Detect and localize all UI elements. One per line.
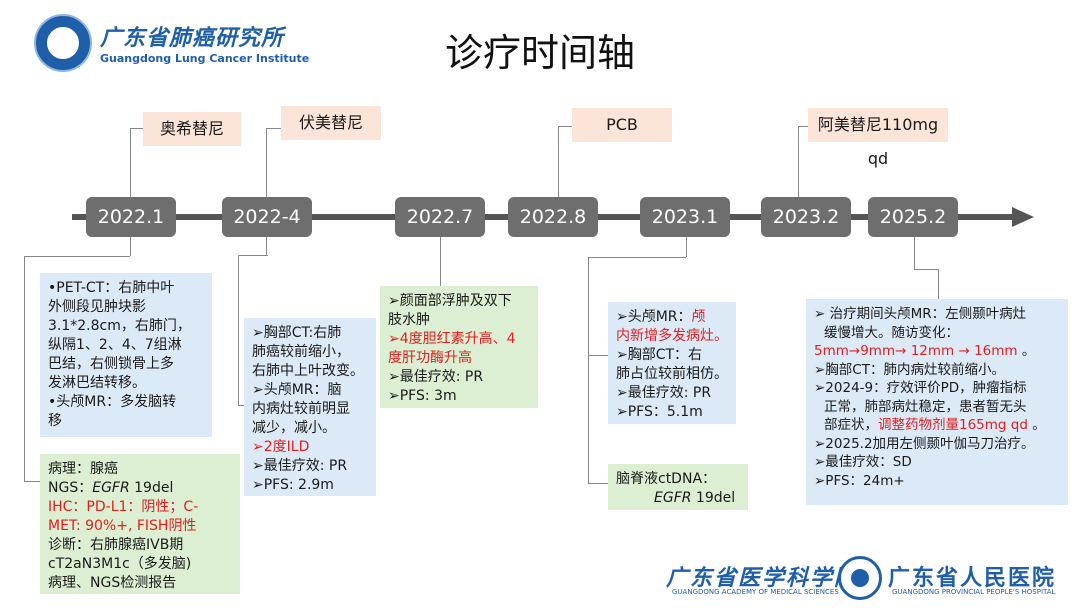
timeline-arrow-icon: [1012, 207, 1034, 227]
info-box-2025-2-followup: ➢ 治疗期间头颅MR：左侧颞叶病灶 缓慢增大。随访变化： 5mm→9mm→ 12…: [806, 299, 1068, 505]
drug-furmonertinib: 伏美替尼: [281, 106, 381, 140]
lung-logo-icon: [34, 14, 92, 72]
date-2022-8: 2022.8: [508, 197, 598, 237]
date-2022-7: 2022.7: [395, 197, 485, 237]
info-box-initial-imaging: •PET-CT：右肺中叶 外侧段见肿块影 3.1*2.8cm，右肺门， 纵隔1、…: [40, 273, 212, 437]
page-title: 诊疗时间轴: [444, 31, 635, 75]
date-2023-1: 2023.1: [640, 197, 730, 237]
info-box-csf-ctdna: 脑脊液ctDNA： EGFR 19del: [608, 464, 748, 510]
footer-academy-name: 广东省医学科学院: [666, 565, 859, 591]
date-2023-2: 2023.2: [761, 197, 851, 237]
drug-osimertinib: 奥希替尼: [143, 112, 241, 146]
date-2022-1: 2022.1: [86, 197, 176, 237]
date-2025-2: 2025.2: [868, 197, 958, 237]
info-box-2022-4-response: ➢胸部CT:右肺 肺癌较前缩小， 右肺中上叶改变。 ➢头颅MR：脑 内病灶较前明…: [244, 318, 376, 496]
footer-hospital-name: 广东省人民医院: [888, 565, 1057, 591]
footer-hospital-en: GUANGDONG PROVINCIAL PEOPLE'S HOSPITAL: [892, 588, 1056, 596]
info-box-2023-1-response: ➢头颅MR：颅 内新增多发病灶。 ➢胸部CT：右 肺占位较前相仿。 ➢最佳疗效:…: [608, 302, 736, 424]
date-2022-4: 2022-4: [222, 197, 312, 237]
hospital-logo-icon: [838, 556, 882, 600]
institute-logo: 广东省肺癌研究所 Guangdong Lung Cancer Institute: [34, 14, 309, 76]
drug-pcb: PCB: [572, 108, 672, 142]
footer-academy-en: GUANGDONG ACADEMY OF MEDICAL SCIENCES: [672, 588, 839, 596]
logo-en-text: Guangdong Lung Cancer Institute: [100, 52, 310, 65]
info-box-pathology: 病理：腺癌 NGS：EGFR 19del IHC：PD-L1：阴性；C- MET…: [40, 454, 240, 594]
info-box-adverse-events: ➢颜面部浮肿及双下 肢水肿 ➢4度胆红素升高、4 度肝功酶升高 ➢最佳疗效: P…: [380, 286, 538, 408]
drug-aumolertinib: 阿美替尼110mg qd: [808, 108, 948, 168]
logo-cn-text: 广东省肺癌研究所: [100, 25, 285, 51]
